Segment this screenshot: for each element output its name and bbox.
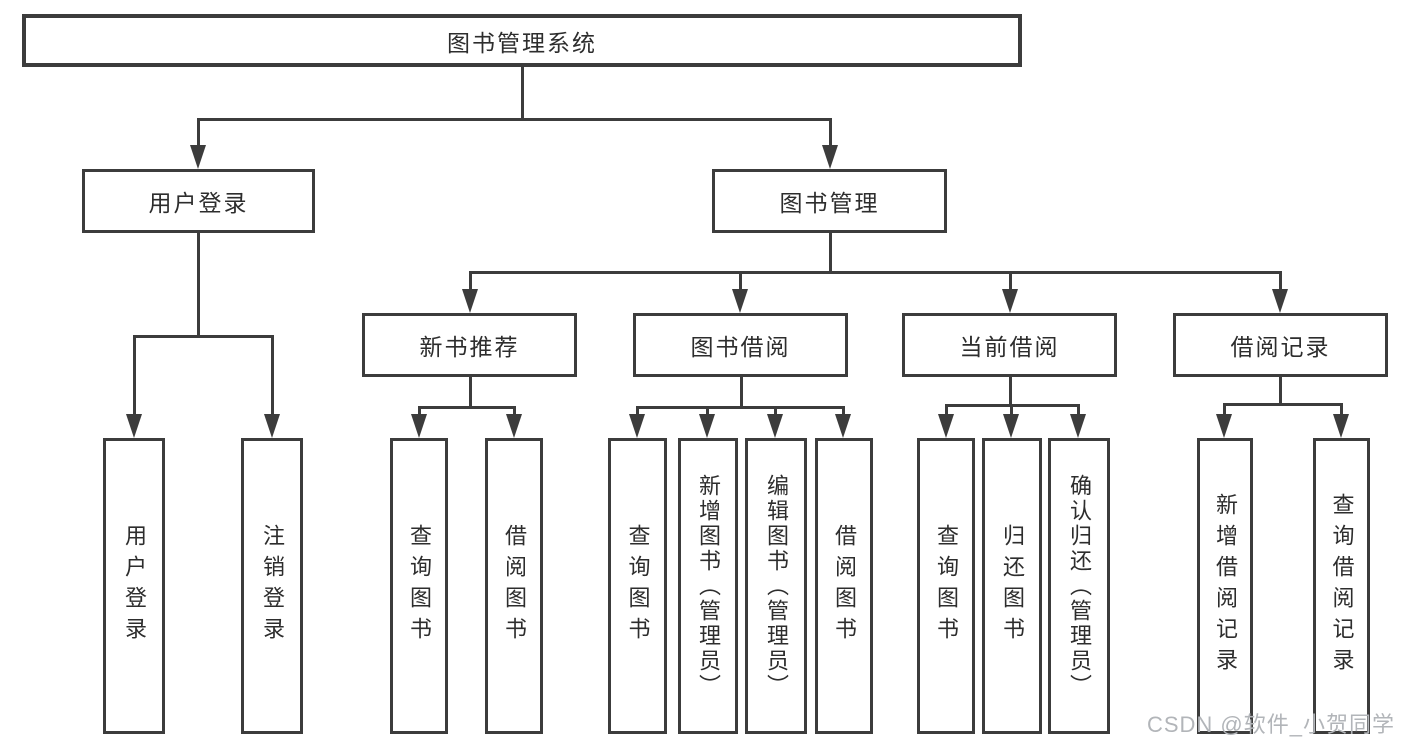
connector-line xyxy=(270,334,274,420)
leaf-query-books-current: 查询图书 xyxy=(917,438,975,734)
connector-line xyxy=(512,405,516,420)
connector-line xyxy=(1008,375,1012,407)
leaf-add-books-admin: 新增图书（管理员） xyxy=(678,438,738,734)
connector-line xyxy=(705,405,709,420)
connector-line xyxy=(1222,402,1226,420)
connector-line xyxy=(635,405,845,409)
leaf-return-books: 归还图书 xyxy=(982,438,1042,734)
arrowhead-down-icon xyxy=(1003,414,1019,438)
arrowhead-down-icon xyxy=(1272,289,1288,313)
connector-line xyxy=(635,405,639,420)
leaf-add-borrow-record: 新增借阅记录 xyxy=(1197,438,1253,734)
arrowhead-down-icon xyxy=(767,414,783,438)
leaf-user-login: 用户登录 xyxy=(103,438,165,734)
arrowhead-down-icon xyxy=(629,414,645,438)
arrowhead-down-icon xyxy=(190,145,206,169)
arrowhead-down-icon xyxy=(1333,414,1349,438)
leaf-logout: 注销登录 xyxy=(241,438,303,734)
arrowhead-down-icon xyxy=(822,145,838,169)
node-current-borrowing: 当前借阅 xyxy=(902,313,1117,377)
node-new-book-recommend: 新书推荐 xyxy=(362,313,577,377)
connector-line xyxy=(1339,402,1343,420)
arrowhead-down-icon xyxy=(938,414,954,438)
connector-line xyxy=(841,405,845,420)
arrowhead-down-icon xyxy=(126,414,142,438)
leaf-borrow-books-borrowing: 借阅图书 xyxy=(815,438,873,734)
connector-line xyxy=(468,270,472,295)
connector-line xyxy=(417,405,516,409)
connector-line xyxy=(944,403,948,420)
node-user-login: 用户登录 xyxy=(82,169,315,233)
arrowhead-down-icon xyxy=(835,414,851,438)
connector-line xyxy=(468,375,472,409)
watermark: CSDN @软件_小贺同学 xyxy=(1146,712,1395,737)
connector-line xyxy=(468,270,1282,274)
connector-line xyxy=(196,117,832,121)
arrowhead-down-icon xyxy=(1002,289,1018,313)
leaf-edit-books-admin: 编辑图书（管理员） xyxy=(745,438,807,734)
connector-line xyxy=(196,117,200,151)
leaf-borrow-books-recommend: 借阅图书 xyxy=(485,438,543,734)
arrowhead-down-icon xyxy=(506,414,522,438)
connector-line xyxy=(773,405,777,420)
arrowhead-down-icon xyxy=(264,414,280,438)
connector-line xyxy=(132,334,274,338)
connector-line xyxy=(739,375,743,409)
leaf-query-books-borrowing: 查询图书 xyxy=(608,438,667,734)
connector-line xyxy=(196,231,200,338)
connector-line xyxy=(417,405,421,420)
leaf-confirm-return-admin: 确认归还（管理员） xyxy=(1048,438,1110,734)
connector-line xyxy=(828,231,832,274)
leaf-query-borrow-record: 查询借阅记录 xyxy=(1313,438,1370,734)
connector-line xyxy=(828,117,832,151)
connector-line xyxy=(1278,270,1282,295)
node-book-borrowing: 图书借阅 xyxy=(633,313,848,377)
leaf-query-books-recommend: 查询图书 xyxy=(390,438,448,734)
arrowhead-down-icon xyxy=(732,289,748,313)
arrowhead-down-icon xyxy=(462,289,478,313)
connector-line xyxy=(132,334,136,420)
arrowhead-down-icon xyxy=(411,414,427,438)
connector-line xyxy=(1278,375,1282,406)
connector-line xyxy=(1008,270,1012,295)
connector-line xyxy=(1222,402,1343,406)
arrowhead-down-icon xyxy=(1070,414,1086,438)
connector-line xyxy=(520,65,524,121)
connector-line xyxy=(738,270,742,295)
node-borrow-records: 借阅记录 xyxy=(1173,313,1388,377)
node-root: 图书管理系统 xyxy=(22,14,1022,67)
connector-line xyxy=(1009,403,1013,420)
node-book-management: 图书管理 xyxy=(712,169,947,233)
arrowhead-down-icon xyxy=(699,414,715,438)
connector-line xyxy=(1076,403,1080,420)
arrowhead-down-icon xyxy=(1216,414,1232,438)
